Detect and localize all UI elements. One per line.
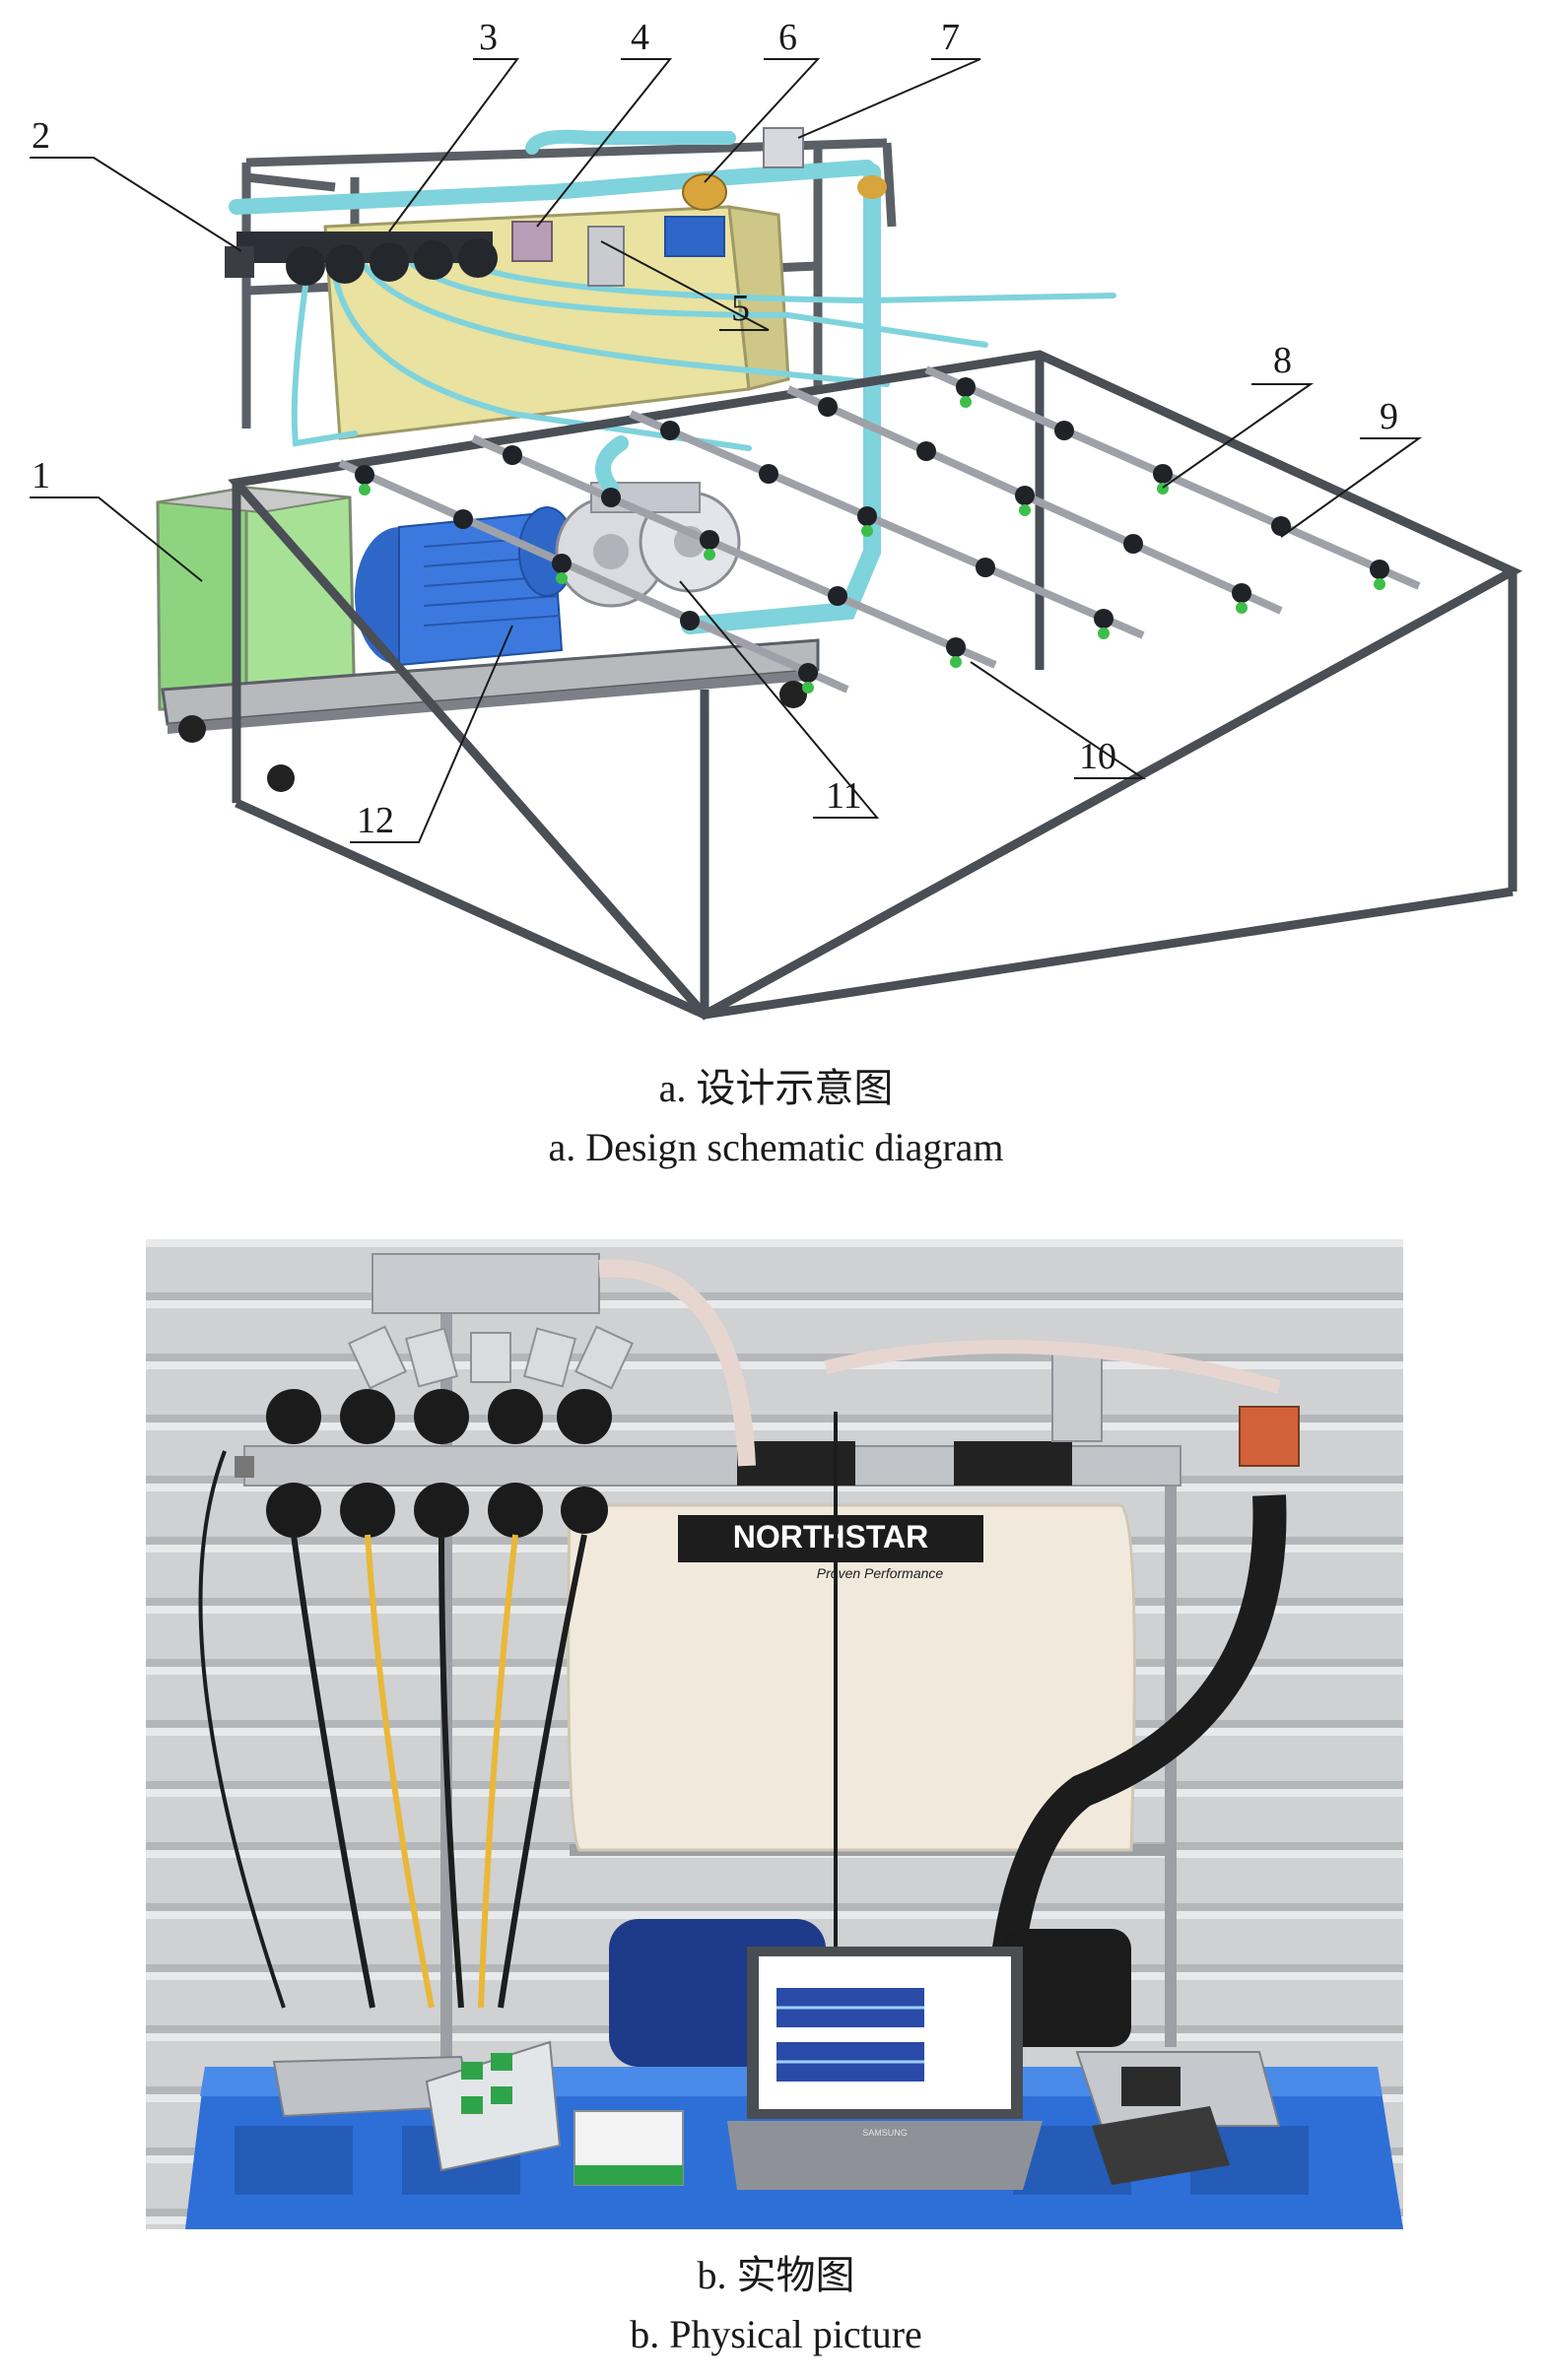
tank-brand-tagline: Proven Performance [817, 1565, 944, 1581]
spray-booms [338, 365, 1421, 694]
caption-b-chinese: b. 实物图 [697, 2253, 855, 2297]
callout-5: 5 [731, 288, 750, 329]
tank-brand-label: NORTHSTAR [733, 1519, 929, 1554]
base-platform [161, 638, 820, 792]
caption-b-english: b. Physical picture [630, 2312, 922, 2356]
design-schematic: 1 2 3 4 5 6 7 8 9 10 11 12 [30, 17, 1523, 1021]
callout-12: 12 [357, 800, 394, 841]
clear-hose [598, 1259, 756, 1467]
front-frame [228, 350, 1523, 1021]
nozzle-tips [359, 396, 1385, 694]
diaphragm-pump [555, 482, 741, 608]
callout-numbers: 1 2 3 4 5 6 7 8 9 10 11 12 [32, 17, 1398, 841]
caption-a-chinese: a. 设计示意图 [658, 1066, 894, 1110]
manifold-photo [235, 1347, 1300, 1538]
callout-6: 6 [778, 17, 797, 58]
leader-lines [30, 58, 1423, 843]
callout-8: 8 [1273, 340, 1292, 381]
motor [355, 506, 575, 667]
caption-a-english: a. Design schematic diagram [548, 1125, 1004, 1169]
flow-meter [1075, 2051, 1281, 2185]
callout-10: 10 [1079, 736, 1116, 777]
callout-11: 11 [826, 775, 862, 817]
return-hose [824, 1340, 1281, 1394]
solenoid-manifold [225, 231, 498, 286]
electronics [272, 2040, 684, 2186]
callout-9: 9 [1380, 396, 1398, 437]
callout-2: 2 [32, 115, 50, 157]
callout-4: 4 [631, 17, 649, 58]
callout-7: 7 [941, 17, 960, 58]
nozzles [355, 377, 1389, 683]
physical-photo: NORTHSTAR Proven Performance [146, 1239, 1403, 2229]
black-hose [986, 1494, 1287, 2010]
callout-1: 1 [32, 455, 50, 496]
callout-3: 3 [479, 17, 498, 58]
laptop: SAMSUNG [727, 1947, 1043, 2190]
laptop-brand: SAMSUNG [862, 2128, 908, 2138]
valves [511, 127, 887, 287]
distributor [347, 1253, 635, 1390]
control-box [156, 486, 357, 716]
water-tank-photo: NORTHSTAR Proven Performance [567, 1503, 1136, 1852]
